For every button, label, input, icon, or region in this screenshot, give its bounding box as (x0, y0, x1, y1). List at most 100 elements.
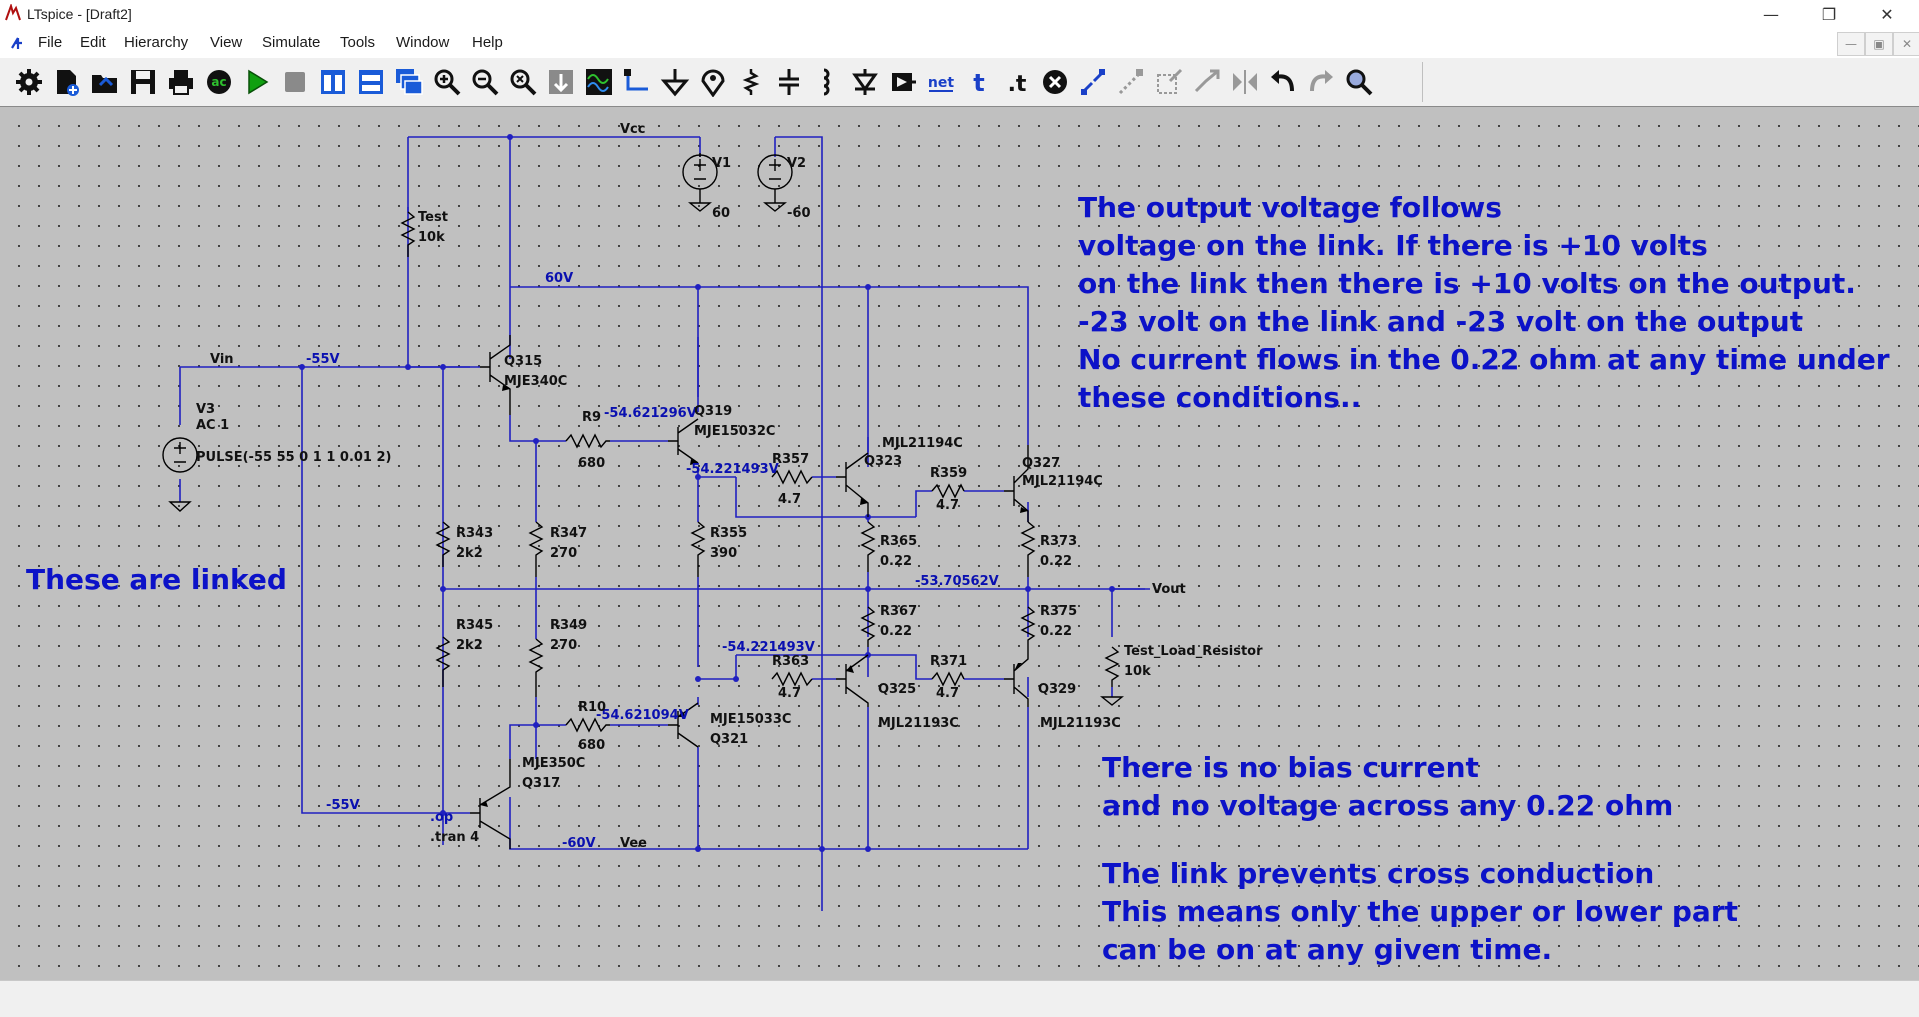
open-folder-icon[interactable] (89, 66, 121, 98)
print-icon[interactable] (165, 66, 197, 98)
resistor-r363[interactable] (771, 671, 813, 687)
resistor-r371[interactable] (931, 671, 965, 687)
redo-icon[interactable] (1305, 66, 1337, 98)
note-bias-line-2[interactable]: and no voltage across any 0.22 ohm (1102, 789, 1673, 822)
save-icon[interactable] (127, 66, 159, 98)
duplicate-icon[interactable] (1077, 66, 1109, 98)
resistor-r347[interactable] (528, 521, 544, 577)
tile-horizontal-icon[interactable] (355, 66, 387, 98)
transistor-q315[interactable] (480, 335, 511, 415)
resistor-r357[interactable] (771, 469, 813, 485)
zoom-out-icon[interactable] (469, 66, 501, 98)
mdi-minimize-button[interactable]: — (1837, 32, 1865, 56)
resistor-load[interactable] (1100, 646, 1124, 706)
mdi-close-button[interactable]: ✕ (1893, 32, 1919, 56)
voltage-source-v3[interactable] (162, 437, 198, 512)
schematic-canvas[interactable]: .w { stroke:#2020c0; stroke-width:1.6; f… (0, 106, 1919, 981)
resistor-r345[interactable] (435, 636, 451, 687)
paste-icon[interactable] (1191, 66, 1223, 98)
inductor-icon[interactable] (811, 66, 843, 98)
voltage-source-v1[interactable] (682, 153, 718, 212)
menu-edit[interactable]: Edit (80, 34, 106, 51)
note-output-line-3[interactable]: on the link then there is +10 volts on t… (1078, 267, 1856, 300)
menu-window[interactable]: Window (396, 34, 450, 51)
menu-view[interactable]: View (210, 34, 243, 51)
mirror-icon[interactable] (1229, 66, 1261, 98)
ground-icon[interactable] (659, 66, 691, 98)
new-schematic-icon[interactable] (51, 66, 83, 98)
cascade-icon[interactable] (393, 66, 425, 98)
zoom-in-icon[interactable] (431, 66, 463, 98)
q329-model: MJL21193C (1040, 716, 1121, 731)
mdi-restore-button[interactable]: ▣ (1865, 32, 1893, 56)
draw-wire-icon[interactable] (621, 66, 653, 98)
spice-directive-icon[interactable]: .t (1001, 66, 1033, 98)
status-bar (0, 980, 1919, 1017)
capacitor-icon[interactable] (773, 66, 805, 98)
resistor-r343[interactable] (435, 521, 451, 567)
menu-simulate[interactable]: Simulate (262, 34, 321, 51)
transistor-q319[interactable] (668, 418, 699, 465)
voltage-source-v2[interactable] (757, 154, 793, 212)
directive-op[interactable]: .op (430, 810, 453, 825)
autorange-icon[interactable] (545, 66, 577, 98)
transistor-q321[interactable] (668, 702, 699, 748)
transistor-q325[interactable] (836, 654, 869, 707)
note-link-line-3[interactable]: can be on at any given time. (1102, 933, 1552, 966)
resistor-r349[interactable] (528, 638, 544, 697)
menu-file[interactable]: File (38, 34, 63, 51)
operating-point-voltages: 60V -60V -55V -55V -54.621296V -54.62109… (306, 271, 999, 851)
resistor-test[interactable] (400, 211, 416, 257)
resistor-icon[interactable] (735, 66, 767, 98)
diode-icon[interactable] (849, 66, 881, 98)
r373-value: 0.22 (1040, 554, 1072, 569)
delete-icon[interactable] (1039, 66, 1071, 98)
resistor-r375[interactable] (1020, 606, 1036, 647)
undo-icon[interactable] (1267, 66, 1299, 98)
net-name-icon[interactable]: net (925, 66, 957, 98)
menu-help[interactable]: Help (472, 34, 503, 51)
drag-icon[interactable] (1153, 66, 1185, 98)
tile-vertical-icon[interactable] (317, 66, 349, 98)
resistor-r10[interactable] (565, 717, 610, 733)
menu-tools[interactable]: Tools (340, 34, 376, 51)
close-button[interactable]: ✕ (1880, 4, 1894, 24)
menu-hierarchy[interactable]: Hierarchy (124, 34, 189, 51)
resistor-r367[interactable] (860, 606, 876, 647)
minimize-button[interactable]: — (1763, 4, 1779, 24)
resistor-r9[interactable] (565, 433, 610, 449)
restore-button[interactable]: ❐ (1821, 4, 1837, 24)
transistor-q329[interactable] (1004, 647, 1029, 707)
note-output-line-5[interactable]: No current flows in the 0.22 ohm at any … (1078, 343, 1890, 376)
note-output-line-6[interactable]: these conditions.. (1078, 381, 1361, 414)
label-net-icon[interactable] (697, 66, 729, 98)
resistor-r355[interactable] (690, 521, 706, 577)
resistor-r365[interactable] (860, 521, 876, 572)
note-output-line-1[interactable]: The output voltage follows (1078, 191, 1502, 224)
settings-gear-icon[interactable] (13, 66, 45, 98)
halt-icon[interactable] (279, 66, 311, 98)
schematic-doc-icon[interactable] (9, 34, 27, 52)
transistor-q327[interactable] (1004, 445, 1029, 522)
waveform-icon[interactable] (583, 66, 615, 98)
move-icon[interactable] (1115, 66, 1147, 98)
run-icon[interactable] (241, 66, 273, 98)
zoom-fit-icon[interactable] (507, 66, 539, 98)
comment-text-icon[interactable]: t (963, 66, 995, 98)
find-icon[interactable] (1343, 66, 1375, 98)
resistor-r373[interactable] (1020, 521, 1036, 577)
directive-tran[interactable]: .tran 4 (430, 830, 479, 845)
ac-analysis-icon[interactable]: ac (203, 66, 235, 98)
test-value: 10k (418, 230, 445, 245)
note-output-line-2[interactable]: voltage on the link. If there is +10 vol… (1078, 229, 1708, 262)
note-output-line-4[interactable]: -23 volt on the link and -23 volt on the… (1078, 305, 1803, 338)
note-linked[interactable]: These are linked (26, 563, 287, 596)
note-link-line-2[interactable]: This means only the upper or lower part (1102, 895, 1738, 928)
note-link-line-1[interactable]: The link prevents cross conduction (1102, 857, 1654, 890)
note-bias-line-1[interactable]: There is no bias current (1102, 751, 1479, 784)
transistor-q317[interactable] (470, 759, 511, 849)
transistor-q323[interactable] (836, 452, 869, 517)
r357-value: 4.7 (778, 492, 801, 507)
resistor-r359[interactable] (931, 483, 965, 499)
component-icon[interactable] (887, 66, 919, 98)
